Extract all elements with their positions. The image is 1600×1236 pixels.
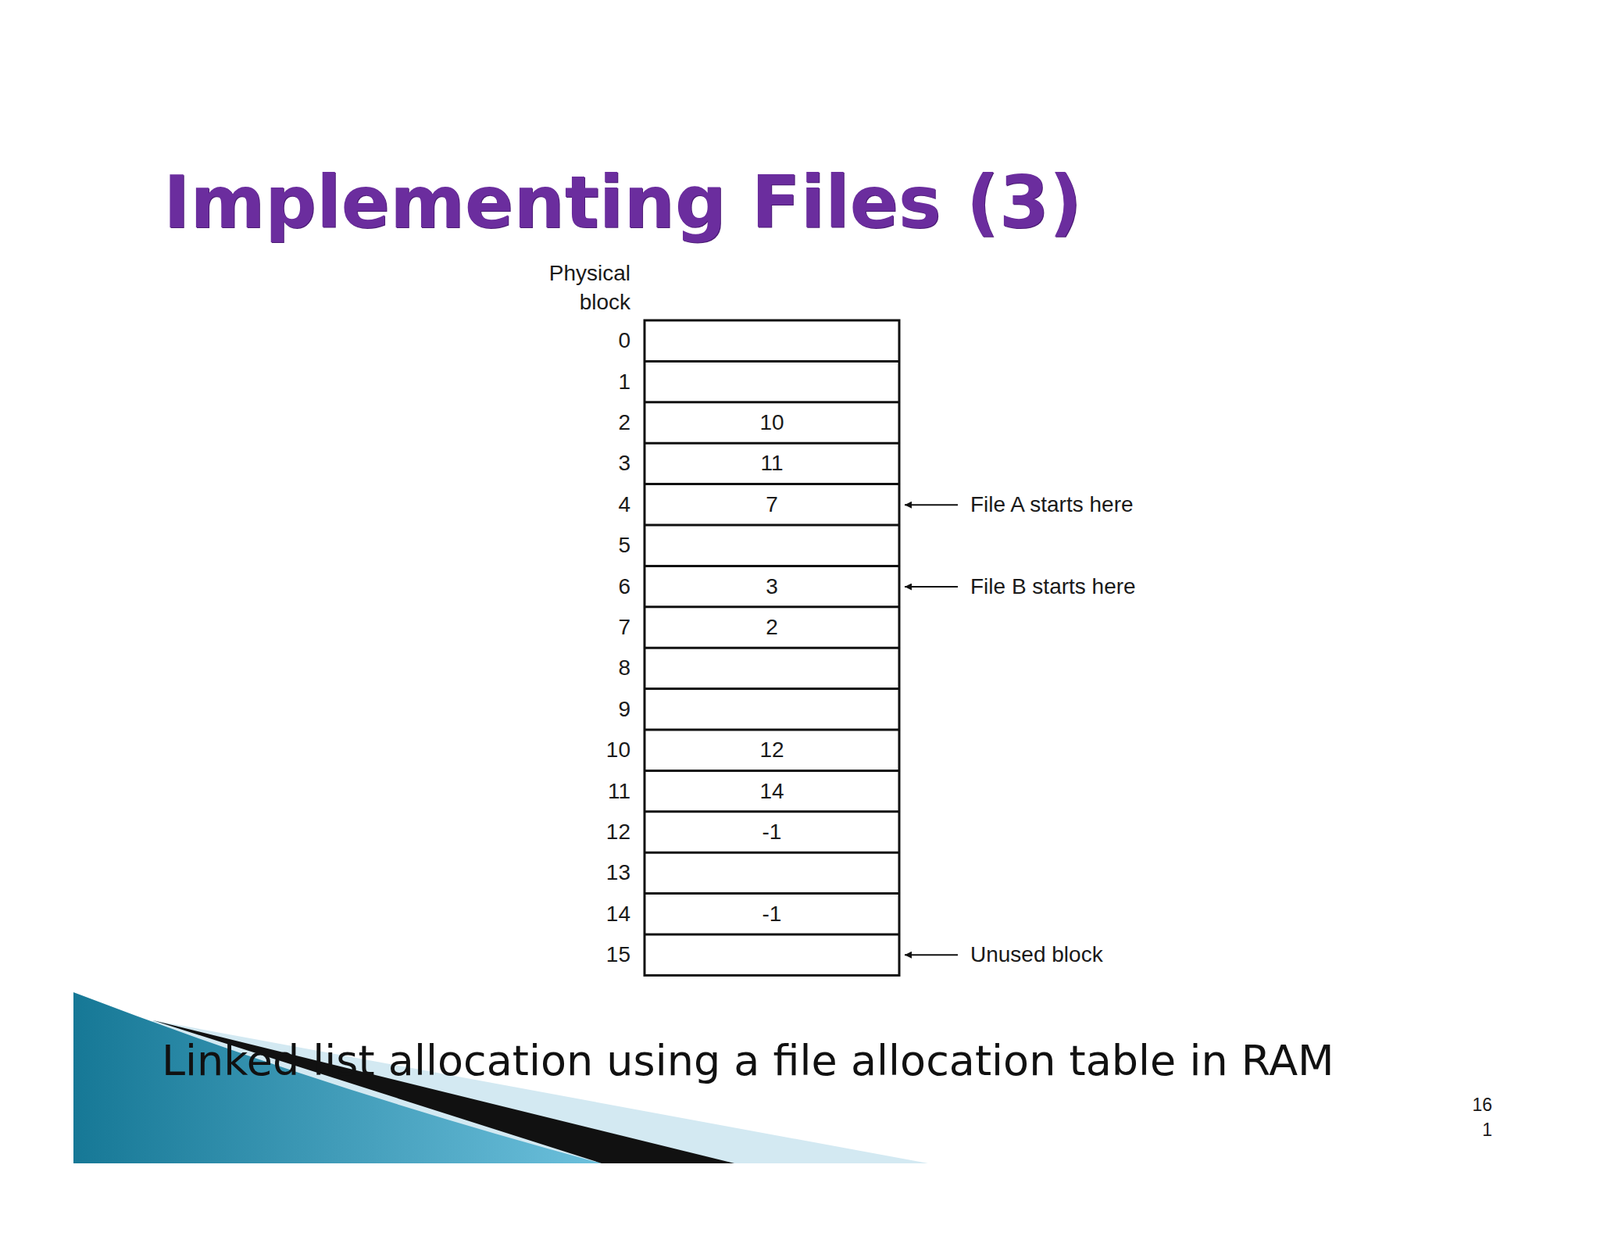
block-number: 13 bbox=[606, 859, 631, 886]
table-cell: 10 bbox=[759, 409, 784, 436]
table-cell: 12 bbox=[759, 736, 784, 764]
slide-title: Implementing Files (3) bbox=[163, 165, 1083, 241]
block-number: 0 bbox=[617, 327, 631, 354]
table-cell-wrap: 2 bbox=[765, 614, 779, 641]
table-cell: 3 bbox=[765, 573, 779, 600]
block-number: 12 bbox=[606, 818, 631, 846]
block-number-wrap: 14 bbox=[606, 900, 631, 928]
block-number: 4 bbox=[617, 491, 631, 518]
block-number-wrap: 5 bbox=[617, 532, 631, 559]
table-cell: 7 bbox=[765, 491, 779, 518]
callout-label-wrap: File B starts here bbox=[970, 573, 1136, 600]
block-number-wrap: 7 bbox=[617, 614, 631, 641]
table-cell-wrap: 3 bbox=[765, 573, 779, 600]
block-number-wrap: 11 bbox=[607, 778, 631, 805]
pointer-arrows bbox=[904, 504, 958, 955]
block-number: 8 bbox=[617, 654, 631, 682]
block-number: 11 bbox=[607, 778, 631, 805]
axis-heading-wrap: Physical block bbox=[549, 258, 631, 317]
block-number: 7 bbox=[617, 614, 631, 641]
block-number-wrap: 3 bbox=[617, 450, 631, 477]
block-number-wrap: 9 bbox=[617, 696, 631, 723]
table-cell-wrap: 10 bbox=[759, 409, 784, 436]
title-wrap: Implementing Files (3) bbox=[163, 165, 1083, 241]
block-number-wrap: 6 bbox=[617, 573, 631, 600]
table-cell: 14 bbox=[759, 778, 784, 805]
page-number-wrap: 16 bbox=[1471, 1093, 1493, 1116]
fat-table bbox=[644, 320, 900, 975]
block-number: 6 bbox=[617, 573, 631, 600]
table-cell-wrap: 14 bbox=[759, 778, 784, 805]
block-number: 1 bbox=[617, 368, 631, 396]
callout-label: Unused block bbox=[970, 941, 1104, 968]
table-cell-wrap: -1 bbox=[762, 818, 783, 846]
slide-caption: Linked list allocation using a file allo… bbox=[161, 1035, 1335, 1086]
table-cell-wrap: 7 bbox=[765, 491, 779, 518]
block-number-wrap: 4 bbox=[617, 491, 631, 518]
block-number-wrap: 2 bbox=[617, 409, 631, 436]
block-number-wrap: 13 bbox=[606, 859, 631, 886]
block-number: 14 bbox=[606, 900, 631, 928]
block-number: 5 bbox=[617, 532, 631, 559]
block-number-wrap: 1 bbox=[617, 368, 631, 396]
axis-heading: Physical block bbox=[549, 258, 631, 317]
caption-wrap: Linked list allocation using a file allo… bbox=[161, 1035, 1335, 1086]
page-number: 1 bbox=[1482, 1118, 1493, 1141]
block-number-wrap: 12 bbox=[606, 818, 631, 846]
block-number: 10 bbox=[606, 736, 631, 764]
callout-label: File B starts here bbox=[970, 573, 1136, 600]
table-cell: 2 bbox=[765, 614, 779, 641]
block-number-wrap: 8 bbox=[617, 654, 631, 682]
page-number: 16 bbox=[1471, 1093, 1493, 1116]
callout-label-wrap: Unused block bbox=[970, 941, 1104, 968]
table-cell: 11 bbox=[760, 450, 783, 477]
block-number: 2 bbox=[617, 409, 631, 436]
table-cell-wrap: 11 bbox=[760, 450, 783, 477]
table-cell-wrap: 12 bbox=[759, 736, 784, 764]
table-cell: -1 bbox=[762, 900, 783, 928]
table-cell: -1 bbox=[762, 818, 783, 846]
block-number-wrap: 0 bbox=[617, 327, 631, 354]
block-number: 15 bbox=[606, 941, 631, 968]
block-number: 9 bbox=[617, 696, 631, 723]
table-cell-wrap: -1 bbox=[762, 900, 783, 928]
callout-label: File A starts here bbox=[970, 491, 1134, 518]
page-number-wrap: 1 bbox=[1482, 1118, 1493, 1141]
block-number-wrap: 15 bbox=[606, 941, 631, 968]
callout-label-wrap: File A starts here bbox=[970, 491, 1134, 518]
block-number-wrap: 10 bbox=[606, 736, 631, 764]
block-number: 3 bbox=[617, 450, 631, 477]
